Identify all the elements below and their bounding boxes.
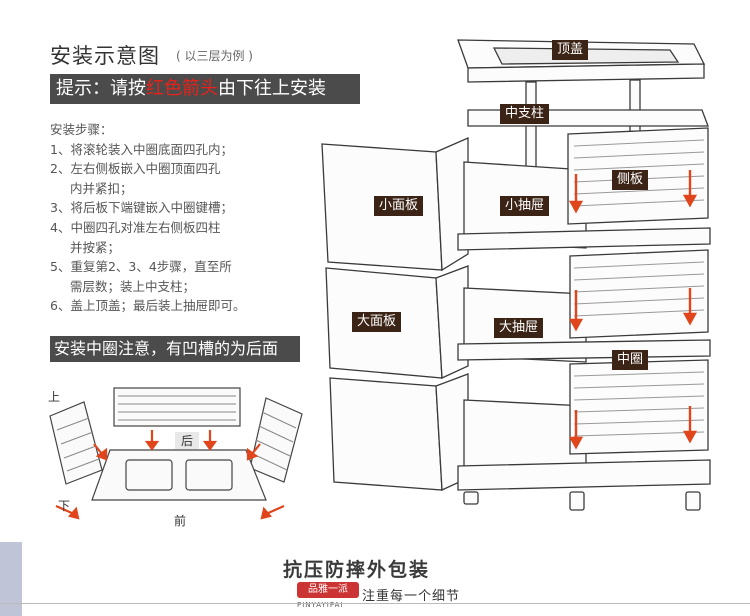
- bottom-divider: [0, 603, 750, 604]
- step-item: 6、盖上顶盖；最后装上抽屉即可。: [50, 298, 246, 314]
- wheel: [685, 491, 701, 511]
- wheel: [569, 491, 585, 511]
- brand-pinyin: PINYAYIPAI: [297, 601, 344, 609]
- step-item: 1、将滚轮装入中圈底面四孔内；: [50, 141, 233, 157]
- label-side-panel: 侧板: [612, 170, 649, 190]
- label-back: 后: [175, 432, 200, 449]
- tip-suffix: 由下往上安装: [218, 78, 326, 99]
- tip-bar: 提示：请按红色箭头由下往上安装: [50, 74, 360, 104]
- label-top-cover: 顶盖: [552, 40, 589, 60]
- tip-highlight: 红色箭头: [146, 78, 218, 99]
- footer-title: 抗压防摔外包装: [283, 559, 431, 581]
- install-steps: 安装步骤： 1、将滚轮装入中圈底面四孔内； 2、左右侧板嵌入中圈顶面四孔 内并紧…: [50, 120, 300, 316]
- ring-arrows: [55, 430, 285, 520]
- label-front: 前: [174, 514, 187, 528]
- install-arrows: [568, 170, 698, 450]
- steps-heading: 安装步骤：: [50, 122, 113, 137]
- step-item: 5、重复第2、3、4步骤，直至所: [50, 259, 232, 275]
- title-note: ( 以三层为例 ): [176, 49, 253, 63]
- label-bottom: 下: [58, 499, 71, 513]
- label-small-panel: 小面板: [374, 196, 424, 216]
- page-title: 安装示意图: [50, 44, 160, 68]
- decorative-strip: [0, 542, 22, 616]
- tip-prefix: 提示：请按: [56, 78, 146, 99]
- cabinet-diagram: [321, 39, 711, 511]
- left-side-panel: [49, 401, 103, 485]
- right-side-panel: [249, 397, 303, 483]
- ring-note-bar: 安装中圈注意，有凹槽的为后面: [50, 336, 300, 362]
- label-middle-ring: 中圈: [612, 350, 649, 370]
- step-item: 内并紧扣；: [70, 180, 133, 196]
- footer-tagline: 注重每一个细节: [362, 589, 461, 604]
- ring-assembly-diagram: [49, 387, 303, 520]
- label-top: 上: [48, 390, 61, 404]
- side-panel-3: [569, 359, 709, 455]
- step-item: 2、左右侧板嵌入中圈顶面四孔: [50, 161, 221, 177]
- middle-ring-base: [91, 449, 267, 501]
- bottom-panel: [329, 377, 443, 491]
- step-item: 并按紧；: [70, 239, 121, 255]
- middle-ring: [457, 339, 711, 361]
- label-large-panel: 大面板: [352, 312, 402, 332]
- label-small-drawer: 小抽屉: [500, 196, 550, 216]
- side-panel-2: [569, 249, 709, 339]
- label-middle-post: 中支柱: [500, 104, 550, 124]
- step-item: 需层数；装上中支柱；: [70, 278, 196, 294]
- step-item: 4、中圈四孔对准左右侧板四柱: [50, 219, 221, 235]
- brand-seal: 品雅一派: [297, 582, 359, 598]
- step-item: 3、将后板下端键嵌入中圈键槽；: [50, 200, 233, 216]
- label-large-drawer: 大抽屉: [494, 318, 544, 338]
